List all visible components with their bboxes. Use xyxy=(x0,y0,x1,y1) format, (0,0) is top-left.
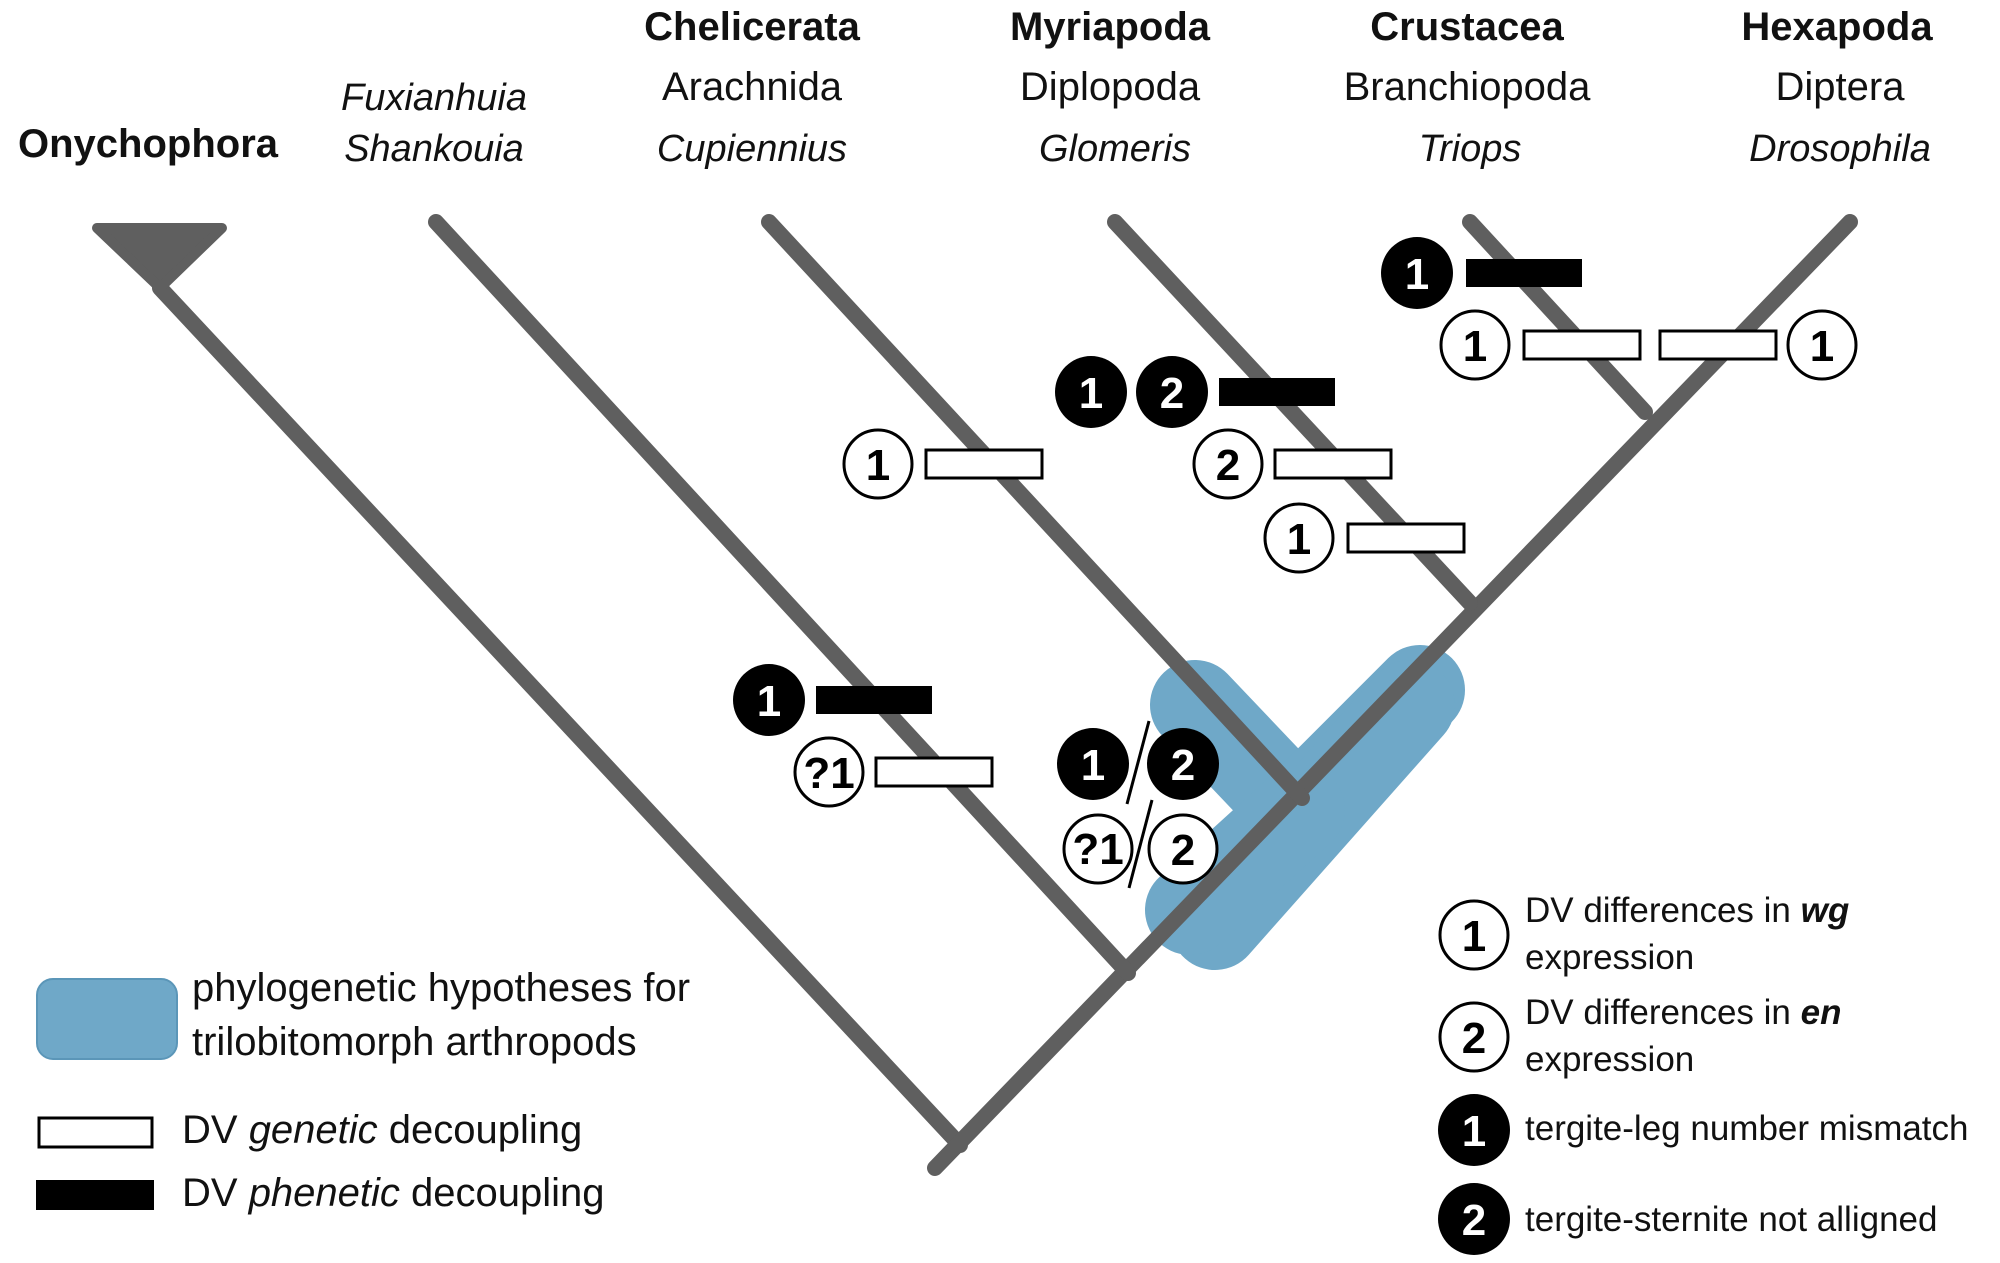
badge-outline-2-trilobite: 2 xyxy=(1147,813,1219,885)
svg-text:2: 2 xyxy=(1216,441,1240,490)
legend-not-aligned-badge: 2 xyxy=(1438,1183,1510,1255)
taxon-arachnida: Arachnida xyxy=(662,65,843,109)
svg-text:1: 1 xyxy=(1462,912,1486,961)
legend-mismatch-badge: 1 xyxy=(1438,1094,1510,1166)
taxon-diplopoda: Diplopoda xyxy=(1020,65,1201,109)
phenetic-bar-hexapoda-crustacea xyxy=(1466,259,1582,287)
legend-hypothesis-line1: phylogenetic hypotheses for xyxy=(192,966,690,1010)
legend-en-label: DV differences in en xyxy=(1525,993,1841,1032)
legend-en-badge: 2 xyxy=(1438,1001,1510,1073)
branch-crustacea xyxy=(1462,214,1653,420)
svg-text:1: 1 xyxy=(1079,369,1103,418)
badge-filled-1-fuxianhuia: 1 xyxy=(733,664,805,736)
badge-outline-1-myriapoda: 1 xyxy=(1263,502,1335,574)
phenetic-bar-myriapoda xyxy=(1219,378,1335,406)
badge-filled-2-myriapoda: 2 xyxy=(1136,356,1208,428)
badge-outline-2-myriapoda: 2 xyxy=(1192,428,1264,500)
taxon-hexapoda: Hexapoda xyxy=(1741,5,1933,49)
genetic-bar-hexapoda xyxy=(1658,329,1778,361)
taxon-cupiennius: Cupiennius xyxy=(657,128,847,170)
taxon-crustacea: Crustacea xyxy=(1370,5,1564,49)
svg-text:2: 2 xyxy=(1462,1014,1486,1063)
svg-text:?1: ?1 xyxy=(1072,825,1123,874)
legend-hypothesis-swatch xyxy=(36,978,178,1060)
genetic-bar-fuxianhuia xyxy=(874,756,994,788)
svg-text:1: 1 xyxy=(1287,515,1311,564)
taxon-labels: Onychophora Fuxianhuia Shankouia Chelice… xyxy=(18,5,1933,170)
legend-wg-badge: 1 xyxy=(1438,899,1510,971)
badge-filled-2-trilobite: 2 xyxy=(1147,728,1219,800)
legend-mismatch-label: tergite-leg number mismatch xyxy=(1525,1109,1969,1148)
tree-badges: 1 1 1 1 2 2 1 1 xyxy=(733,237,1858,885)
legend-phenetic-label: DV phenetic decoupling xyxy=(182,1171,605,1215)
svg-text:1: 1 xyxy=(757,677,781,726)
branch-onychophora xyxy=(152,280,968,1153)
slash-divider-upper xyxy=(1125,720,1151,805)
genetic-bar-crustacea xyxy=(1522,329,1642,361)
svg-text:?1: ?1 xyxy=(803,749,854,798)
svg-text:2: 2 xyxy=(1462,1196,1486,1245)
branch-chelicerata xyxy=(761,214,1310,806)
svg-text:2: 2 xyxy=(1171,826,1195,875)
slash-divider-lower xyxy=(1127,799,1154,889)
badge-filled-1-crustacea: 1 xyxy=(1381,237,1453,309)
legend-phenetic-swatch xyxy=(36,1180,154,1210)
taxon-branchiopoda: Branchiopoda xyxy=(1344,65,1592,109)
svg-text:1: 1 xyxy=(1463,322,1487,371)
svg-text:1: 1 xyxy=(1081,741,1105,790)
legend-left: phylogenetic hypotheses for trilobitomor… xyxy=(36,966,690,1215)
badge-filled-1-myriapoda: 1 xyxy=(1055,356,1127,428)
svg-text:2: 2 xyxy=(1171,741,1195,790)
legend-hypothesis-line2: trilobitomorph arthropods xyxy=(192,1020,637,1064)
badge-filled-1-trilobite: 1 xyxy=(1057,728,1129,800)
legend-not-aligned-label: tergite-sternite not alligned xyxy=(1525,1200,1937,1239)
branch-root xyxy=(927,214,1858,1176)
svg-text:1: 1 xyxy=(1462,1107,1486,1156)
svg-text:1: 1 xyxy=(866,441,890,490)
legend-wg-line2: expression xyxy=(1525,938,1694,977)
genetic-bar-myriapoda-1 xyxy=(1346,522,1466,554)
svg-text:2: 2 xyxy=(1160,369,1184,418)
taxon-shankouia: Shankouia xyxy=(344,128,524,170)
taxon-drosophila: Drosophila xyxy=(1749,128,1931,170)
legend-genetic-label: DV genetic decoupling xyxy=(182,1108,582,1152)
phenetic-bar-fuxianhuia xyxy=(816,686,932,714)
svg-text:1: 1 xyxy=(1810,322,1834,371)
legend-wg-label: DV differences in wg xyxy=(1525,891,1849,930)
genetic-bar-myriapoda-2 xyxy=(1273,448,1393,480)
badge-outline-q1-fuxianhuia: ?1 xyxy=(793,736,865,808)
svg-text:1: 1 xyxy=(1405,250,1429,299)
badge-outline-1-hexapoda: 1 xyxy=(1786,309,1858,381)
badge-outline-1-crustacea: 1 xyxy=(1439,309,1511,381)
legend-genetic-swatch xyxy=(37,1116,154,1149)
taxon-diptera: Diptera xyxy=(1776,65,1906,109)
taxon-myriapoda: Myriapoda xyxy=(1010,5,1211,49)
taxon-triops: Triops xyxy=(1419,128,1522,170)
genetic-bar-chelicerata xyxy=(924,448,1044,480)
legend-right: 1 DV differences in wg expression 2 DV d… xyxy=(1438,891,1969,1255)
taxon-fuxianhuia: Fuxianhuia xyxy=(341,77,527,119)
taxon-onychophora: Onychophora xyxy=(18,122,279,166)
taxon-chelicerata: Chelicerata xyxy=(644,5,860,49)
legend-en-line2: expression xyxy=(1525,1040,1694,1079)
badge-outline-1-chelicerata: 1 xyxy=(842,428,914,500)
branch-fuxianhuia xyxy=(428,214,1136,981)
taxon-glomeris: Glomeris xyxy=(1039,128,1191,170)
onychophora-clade-triangle xyxy=(92,223,227,293)
badge-outline-q1-trilobite: ?1 xyxy=(1062,813,1134,885)
decoupling-bars xyxy=(816,259,1778,788)
